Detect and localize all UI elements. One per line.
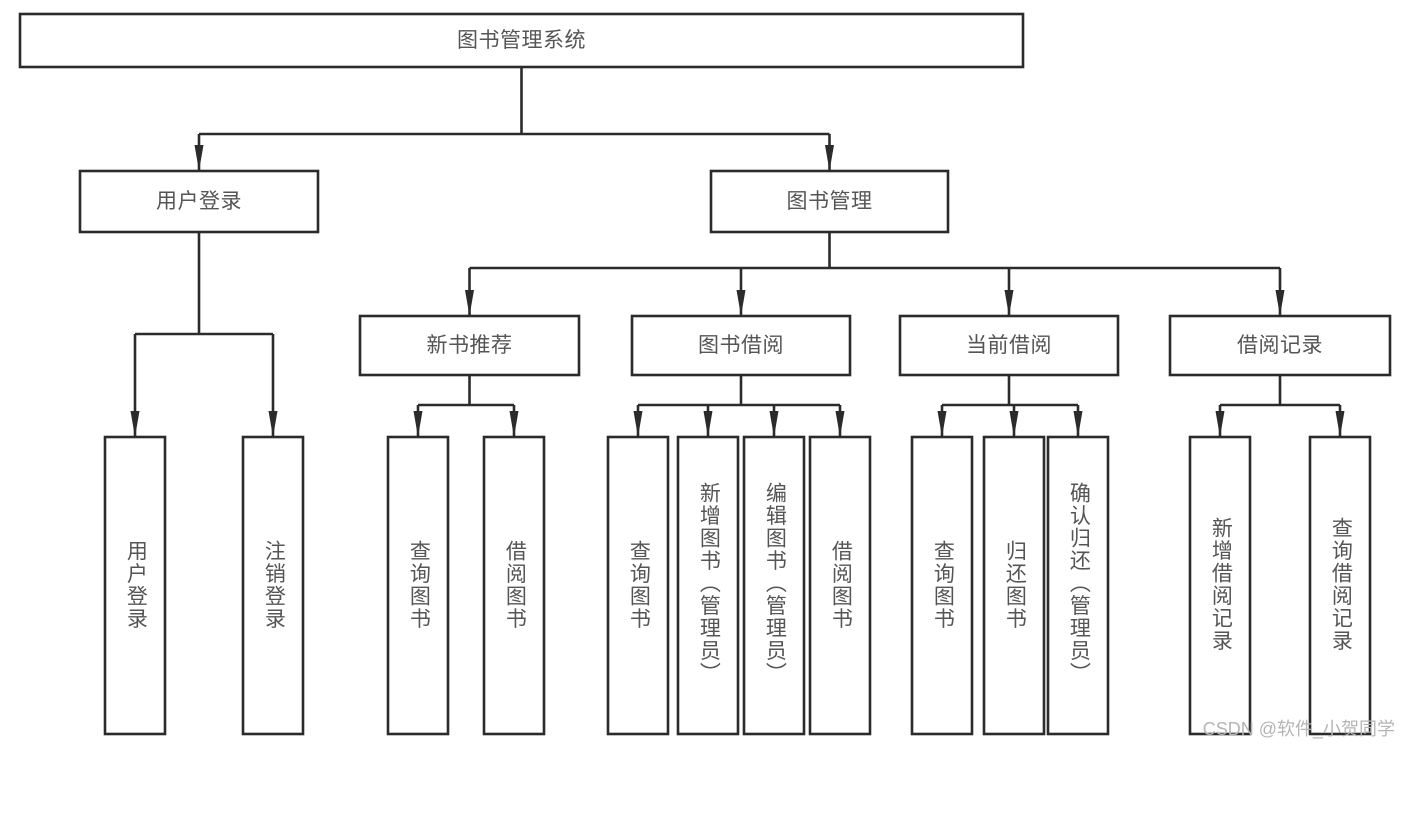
node-box-l-bb-borrow[interactable]	[808, 435, 872, 736]
node-label-n-book-manage: 图书管理	[787, 190, 873, 213]
arrow-head-icon	[1009, 411, 1019, 437]
watermark-text: CSDN @软件_小贺同学	[1202, 719, 1395, 739]
node-box-l-bb-query[interactable]	[606, 435, 670, 736]
node-box-n-book-manage[interactable]	[709, 169, 950, 234]
node-box-n-book-borrow[interactable]	[630, 314, 852, 377]
diagram-canvas: 图书管理系统用户登录图书管理新书推荐图书借阅当前借阅借阅记录 用户登录注销登录查…	[18, 12, 1395, 739]
edge-group-n-current-borrow	[937, 375, 1083, 437]
node-label-n-current-borrow: 当前借阅	[966, 334, 1052, 357]
arrow-head-icon	[1004, 290, 1014, 316]
arrow-head-icon	[1215, 411, 1225, 437]
arrow-head-icon	[703, 411, 713, 437]
node-box-l-logout[interactable]	[241, 435, 305, 736]
node-box-l-cb-confirm[interactable]	[1046, 435, 1110, 736]
node-box-n-current-borrow[interactable]	[898, 314, 1120, 377]
node-box-l-cb-return[interactable]	[982, 435, 1046, 736]
arrow-head-icon	[194, 145, 204, 171]
arrow-head-icon	[465, 290, 474, 316]
node-label-n-user-login: 用户登录	[156, 190, 242, 213]
edge-group-n-book-borrow	[633, 375, 845, 437]
edges-layer	[130, 67, 1345, 437]
node-box-l-br-add[interactable]	[1188, 435, 1252, 736]
node-box-l-cb-query[interactable]	[910, 435, 974, 736]
node-box-root[interactable]	[18, 12, 1025, 69]
node-box-l-bb-add[interactable]	[676, 435, 740, 736]
node-label-root: 图书管理系统	[457, 29, 586, 52]
node-box-l-bb-edit[interactable]	[742, 435, 806, 736]
arrow-head-icon	[937, 411, 947, 437]
edge-group-n-new-book-rec	[413, 375, 519, 437]
arrow-head-icon	[1335, 411, 1345, 437]
arrow-head-icon	[736, 290, 746, 316]
edge-group-n-book-manage	[465, 232, 1285, 316]
node-box-n-new-book-rec[interactable]	[358, 314, 581, 377]
arrow-head-icon	[509, 411, 519, 437]
edge-group-root	[194, 67, 834, 171]
node-box-l-br-query[interactable]	[1308, 435, 1372, 736]
arrow-head-icon	[1073, 411, 1083, 437]
arrow-head-icon	[835, 411, 845, 437]
node-box-l-user-login[interactable]	[103, 435, 167, 736]
arrow-head-icon	[413, 411, 423, 437]
node-label-n-borrow-record: 借阅记录	[1237, 334, 1323, 357]
edge-group-n-borrow-record	[1215, 375, 1345, 437]
arrow-head-icon	[633, 411, 643, 437]
arrow-head-icon	[825, 145, 834, 171]
arrow-head-icon	[1275, 290, 1285, 316]
arrow-head-icon	[130, 411, 140, 437]
node-box-n-borrow-record[interactable]	[1168, 314, 1392, 377]
node-box-l-nbr-borrow[interactable]	[482, 435, 546, 736]
node-box-n-user-login[interactable]	[78, 169, 320, 234]
node-label-n-book-borrow: 图书借阅	[698, 334, 784, 357]
edge-group-n-user-login	[130, 232, 278, 437]
arrow-head-icon	[268, 411, 278, 437]
arrow-head-icon	[769, 411, 779, 437]
boxes-layer	[18, 12, 1392, 736]
node-label-n-new-book-rec: 新书推荐	[427, 334, 513, 357]
node-box-l-nbr-query[interactable]	[386, 435, 450, 736]
